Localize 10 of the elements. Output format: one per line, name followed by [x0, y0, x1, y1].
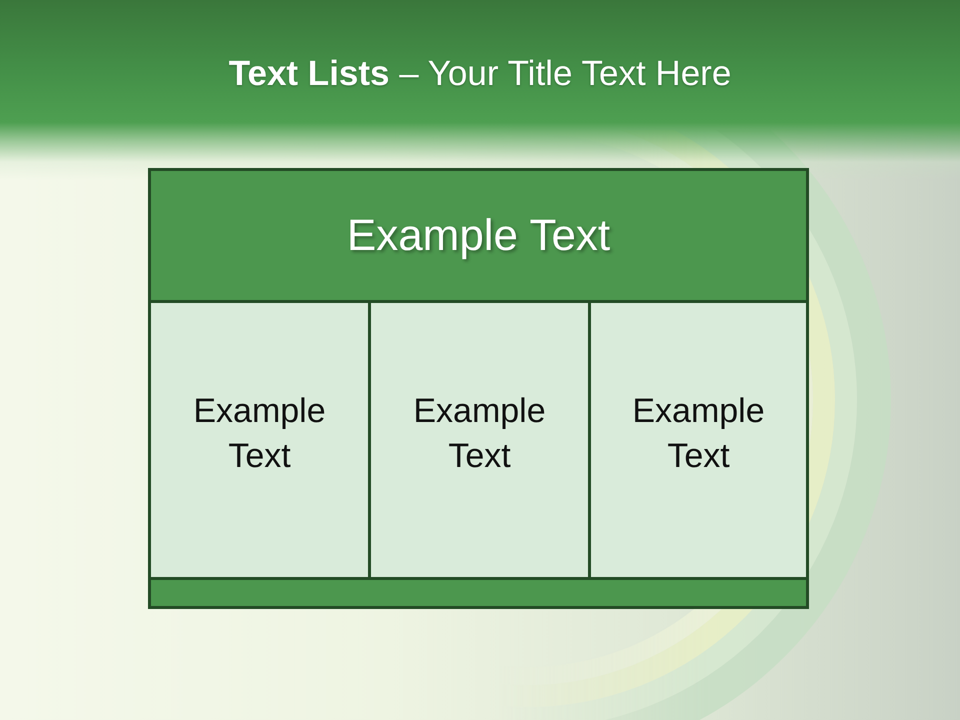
list-item-text: Example Text — [192, 391, 327, 477]
slide-title: Text Lists – Your Title Text Here — [228, 53, 732, 95]
header-text: Example Text — [346, 210, 610, 260]
list-panel — [148, 300, 371, 580]
list-panel — [368, 300, 591, 580]
header-panel — [148, 168, 809, 303]
footer-bar — [148, 577, 809, 609]
list-item-text: Example Text — [412, 391, 547, 477]
list-panel — [588, 300, 809, 580]
list-item-text: Example Text — [631, 391, 766, 477]
